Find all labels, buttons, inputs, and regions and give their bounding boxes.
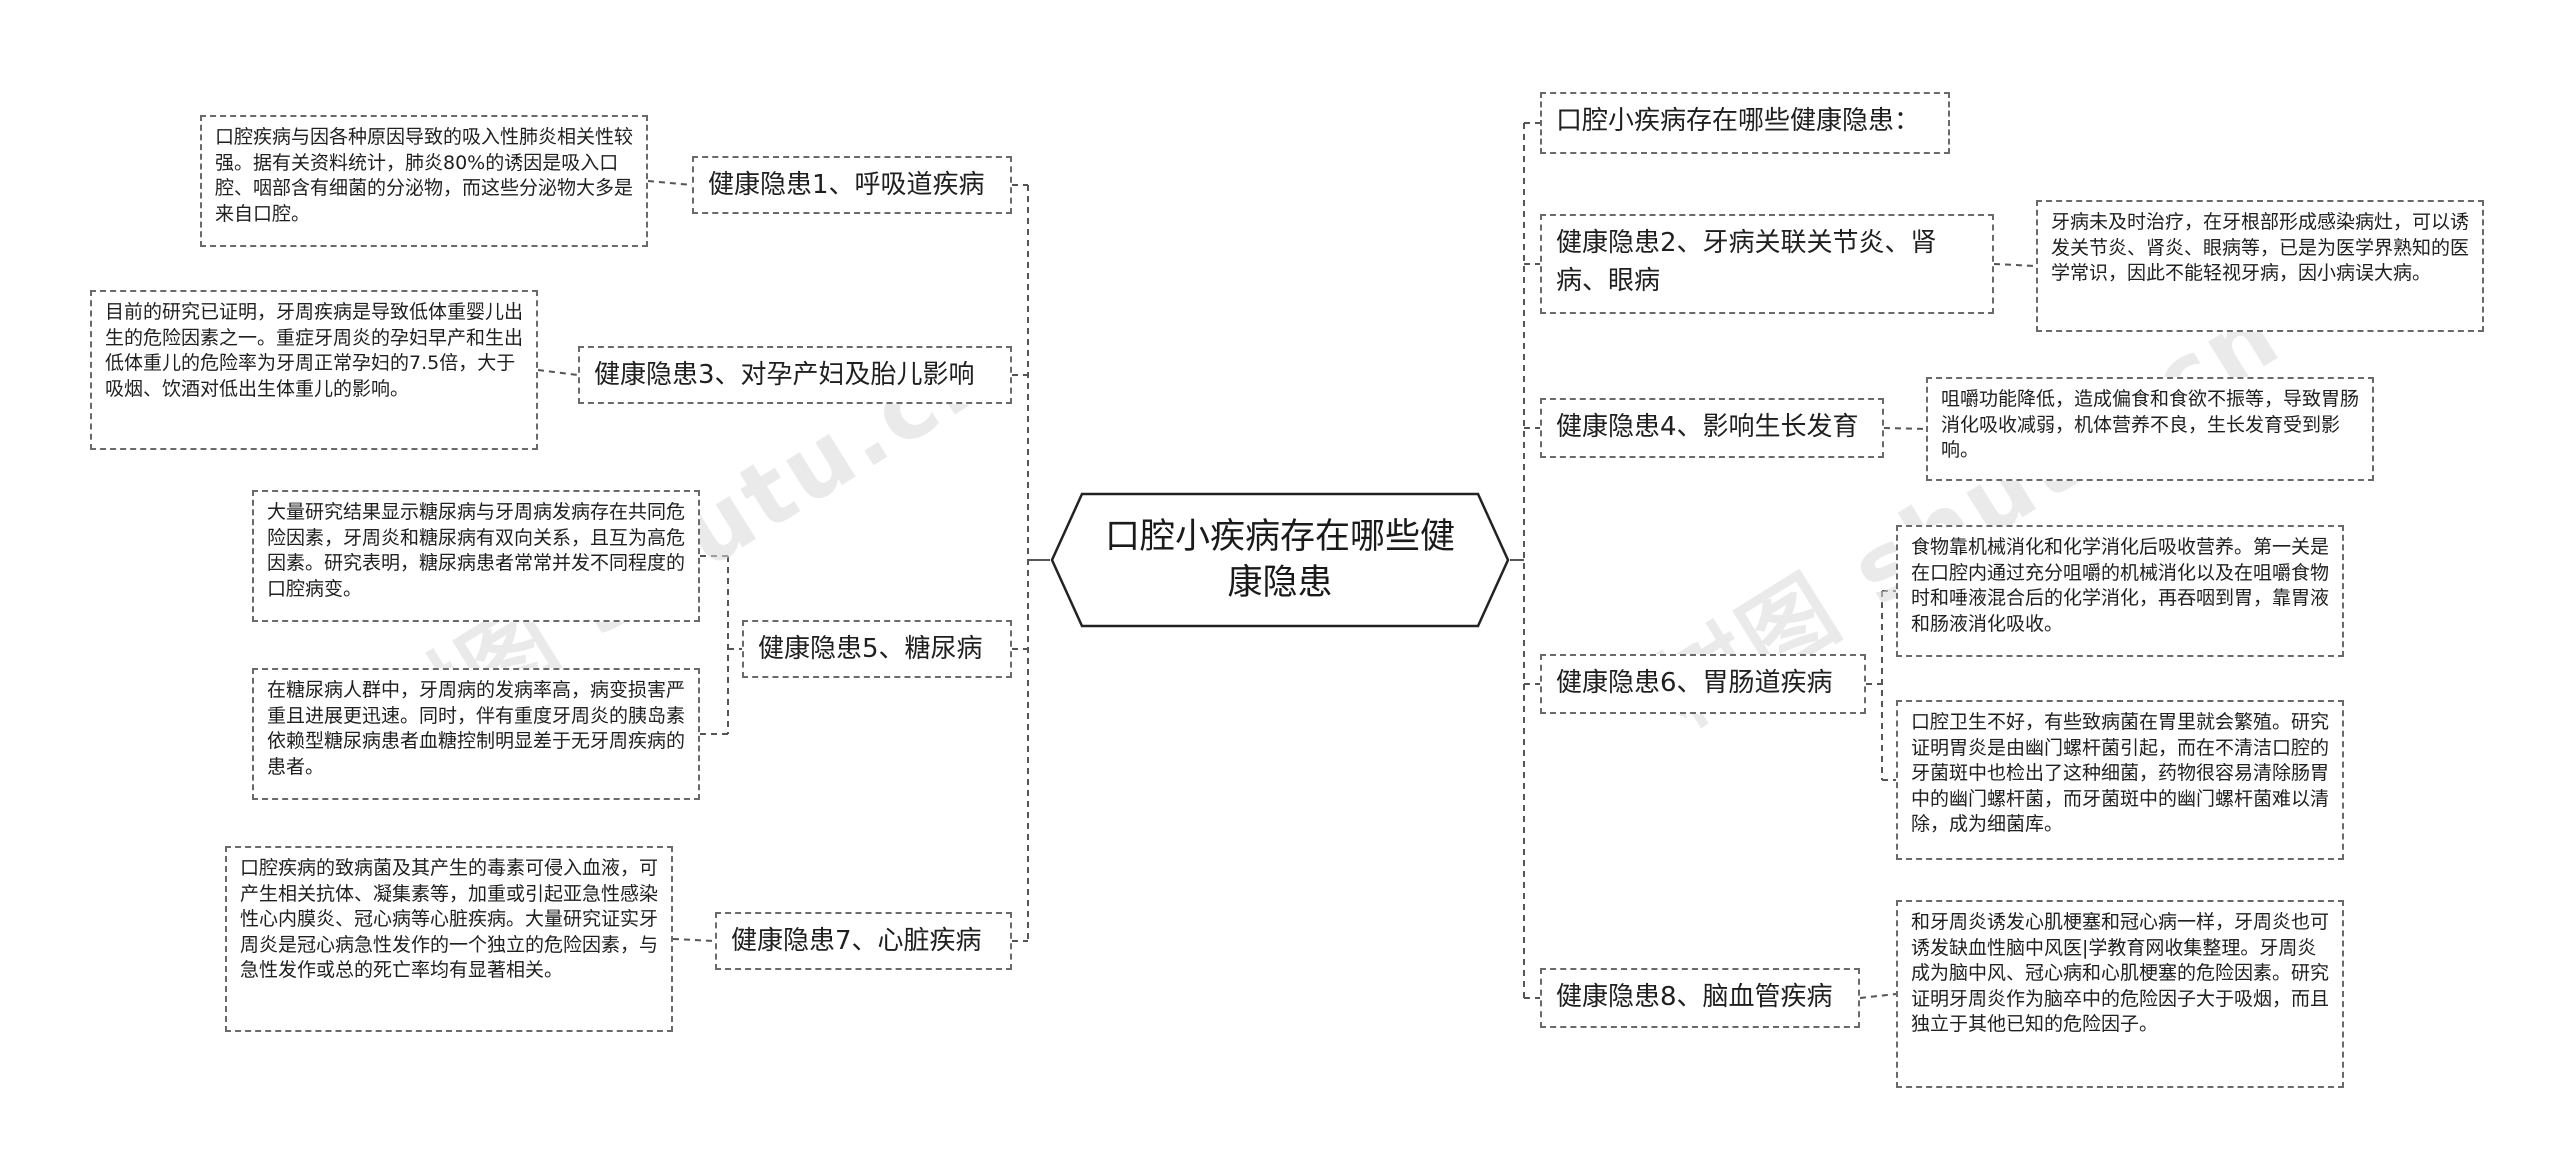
topic-label: 健康隐患5、糖尿病 bbox=[758, 634, 983, 664]
topic-pregnancy[interactable]: 健康隐患3、对孕产妇及胎儿影响 bbox=[578, 346, 1012, 404]
connector-rd1 bbox=[1993, 263, 2037, 267]
detail-diabetes-1: 大量研究结果显示糖尿病与牙周病发病存在共同危险因素，牙周炎和糖尿病有双向关系，且… bbox=[252, 490, 700, 622]
topic-label: 健康隐患2、牙病关联关节炎、肾病、眼病 bbox=[1556, 228, 1937, 296]
topic-arthritis[interactable]: 健康隐患2、牙病关联关节炎、肾病、眼病 bbox=[1540, 214, 1994, 314]
detail-cerebro: 和牙周炎诱发心肌梗塞和冠心病一样，牙周炎也可诱发缺血性脑中风医|学教育网收集整理… bbox=[1896, 900, 2344, 1088]
connector-rd2 bbox=[1883, 427, 1927, 430]
topic-label: 健康隐患8、脑血管疾病 bbox=[1556, 982, 1833, 1012]
topic-respiratory[interactable]: 健康隐患1、呼吸道疾病 bbox=[692, 156, 1012, 214]
topic-label: 口腔小疾病存在哪些健康隐患： bbox=[1556, 106, 1921, 136]
detail-respiratory: 口腔疾病与因各种原因导致的吸入性肺炎相关性较强。据有关资料统计，肺炎80%的诱因… bbox=[200, 115, 648, 247]
connector-ld3 bbox=[672, 938, 716, 942]
topic-heart[interactable]: 健康隐患7、心脏疾病 bbox=[715, 912, 1012, 970]
central-topic-title: 口腔小疾病存在哪些健康隐患 bbox=[1104, 517, 1455, 603]
detail-heart: 口腔疾病的致病菌及其产生的毒素可侵入血液，可产生相关抗体、凝集素等，加重或引起亚… bbox=[225, 846, 673, 1032]
topic-growth[interactable]: 健康隐患4、影响生长发育 bbox=[1540, 398, 1884, 458]
topic-label: 健康隐患4、影响生长发育 bbox=[1556, 412, 1859, 442]
detail-arthritis: 牙病未及时治疗，在牙根部形成感染病灶，可以诱发关节炎、肾炎、眼病等，已是为医学界… bbox=[2036, 200, 2484, 332]
detail-pregnancy: 目前的研究已证明，牙周疾病是导致低体重婴儿出生的危险因素之一。重症牙周炎的孕妇早… bbox=[90, 290, 538, 450]
topic-diabetes[interactable]: 健康隐患5、糖尿病 bbox=[742, 620, 1012, 678]
topic-cerebro[interactable]: 健康隐患8、脑血管疾病 bbox=[1540, 968, 1860, 1028]
connector-rd4 bbox=[1859, 993, 1897, 999]
topic-label: 健康隐患6、胃肠道疾病 bbox=[1556, 668, 1833, 698]
central-topic[interactable]: 口腔小疾病存在哪些健康隐患 bbox=[1050, 492, 1510, 628]
central-topic-shape bbox=[1050, 492, 1510, 628]
connector-ld1 bbox=[537, 369, 579, 376]
topic-intro[interactable]: 口腔小疾病存在哪些健康隐患： bbox=[1540, 92, 1950, 154]
detail-growth: 咀嚼功能降低，造成偏食和食欲不振等，导致胃肠消化吸收减弱，机体营养不良，生长发育… bbox=[1926, 377, 2374, 481]
detail-diabetes-2: 在糖尿病人群中，牙周病的发病率高，病变损害严重且进展更迅速。同时，伴有重度牙周炎… bbox=[252, 668, 700, 800]
detail-gastro-2: 口腔卫生不好，有些致病菌在胃里就会繁殖。研究证明胃炎是由幽门螺杆菌引起，而在不清… bbox=[1896, 700, 2344, 860]
connector-ld0 bbox=[647, 180, 693, 186]
topic-label: 健康隐患3、对孕产妇及胎儿影响 bbox=[594, 360, 975, 390]
topic-label: 健康隐患7、心脏疾病 bbox=[731, 926, 982, 956]
detail-gastro-1: 食物靠机械消化和化学消化后吸收营养。第一关是在口腔内通过充分咀嚼的机械消化以及在… bbox=[1896, 525, 2344, 657]
topic-gastro[interactable]: 健康隐患6、胃肠道疾病 bbox=[1540, 654, 1866, 714]
topic-label: 健康隐患1、呼吸道疾病 bbox=[708, 170, 985, 200]
